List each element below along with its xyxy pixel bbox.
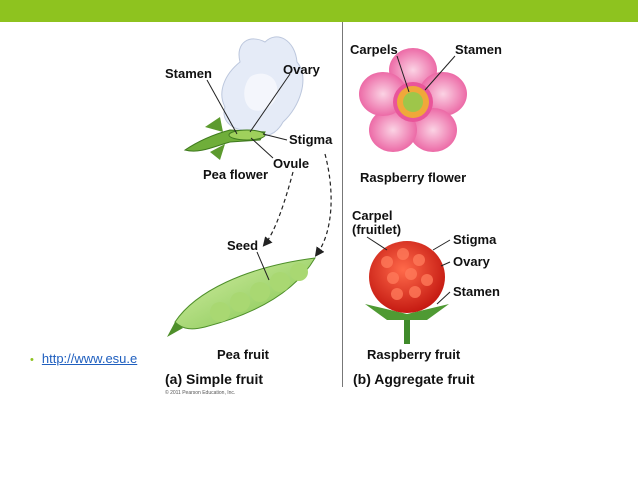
top-accent-bar [0, 0, 638, 22]
fruit-diagram: Stamen Ovary Stigma Ovule Pea flower See… [165, 22, 510, 398]
label-raspberry-flower: Raspberry flower [360, 170, 466, 185]
copyright-text: © 2011 Pearson Education, Inc. [165, 389, 235, 396]
label-carpels: Carpels [350, 42, 398, 57]
label-stamen-fruit: Stamen [453, 284, 500, 299]
panel-divider [342, 22, 343, 387]
pea-pod-illustration [167, 257, 316, 337]
label-stigma-right: Stigma [453, 232, 497, 247]
label-stamen-left: Stamen [165, 66, 212, 81]
pea-flower-illustration [183, 36, 304, 160]
source-link[interactable]: http://www.esu.e [41, 351, 138, 366]
bullet-icon: • [30, 354, 34, 366]
label-ovary-right: Ovary [453, 254, 491, 269]
label-stigma-left: Stigma [289, 132, 333, 147]
label-ovule: Ovule [273, 156, 309, 171]
caption-simple-fruit: (a) Simple fruit [165, 371, 263, 387]
raspberry-flower-illustration [359, 48, 467, 152]
raspberry-fruit-illustration [365, 241, 449, 344]
diagram-svg: Stamen Ovary Stigma Ovule Pea flower See… [165, 36, 502, 396]
label-fruitlet: (fruitlet) [352, 222, 401, 237]
label-carpel: Carpel [352, 208, 392, 223]
label-pea-fruit: Pea fruit [217, 347, 270, 362]
label-pea-flower: Pea flower [203, 167, 268, 182]
development-arrows [262, 153, 332, 257]
leader-lines [206, 55, 456, 305]
label-ovary-left: Ovary [283, 62, 321, 77]
label-raspberry-fruit: Raspberry fruit [367, 347, 461, 362]
caption-aggregate-fruit: (b) Aggregate fruit [353, 371, 475, 387]
label-stamen-right: Stamen [455, 42, 502, 57]
bullet-link-line: • http://www.esu.e [30, 351, 137, 366]
label-seed: Seed [227, 238, 258, 253]
